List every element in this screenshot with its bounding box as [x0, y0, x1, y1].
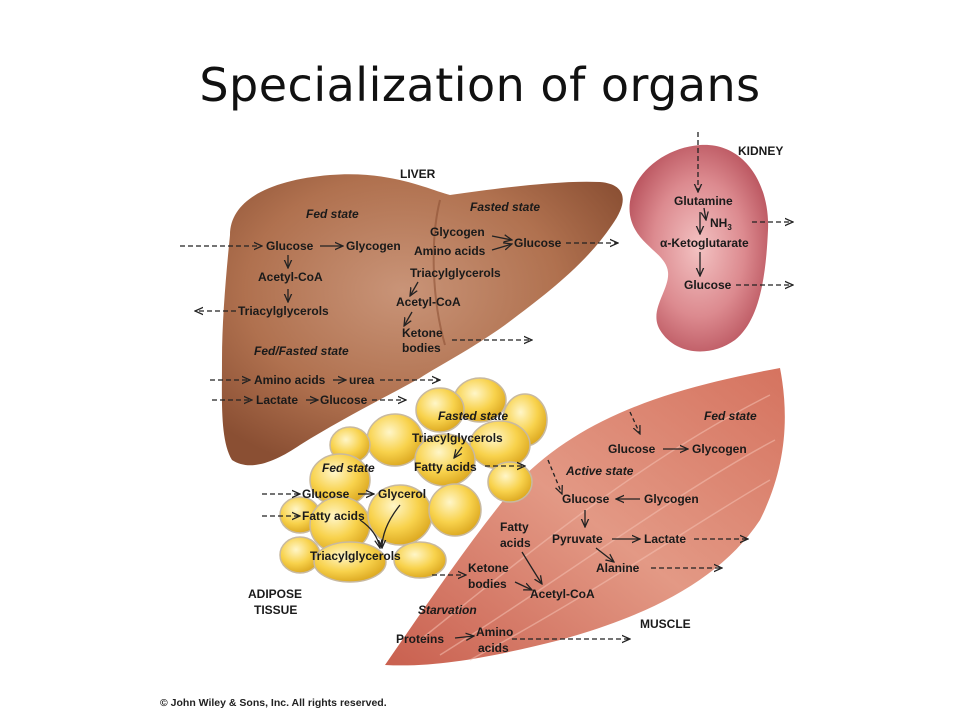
metabolite-label: Lactate	[256, 393, 298, 407]
metabolite-label: Triacylglycerols	[412, 431, 503, 445]
metabolite-label: α-Ketoglutarate	[660, 236, 749, 250]
metabolite-label: Glucose	[320, 393, 368, 407]
liver-lobe-line	[432, 199, 446, 346]
metabolite-label: Ketone	[468, 561, 509, 575]
metabolite-label: Acetyl-CoA	[530, 587, 595, 601]
metabolite-label: Glucose	[562, 492, 610, 506]
metabolite-label: Glucose	[514, 236, 562, 250]
state-label: Starvation	[418, 603, 477, 617]
metabolite-label: Fatty acids	[414, 460, 477, 474]
metabolite-label: Glycogen	[346, 239, 401, 253]
copyright-notice: © John Wiley & Sons, Inc. All rights res…	[160, 697, 387, 709]
organ-label-tissue: TISSUE	[254, 603, 297, 617]
metabolite-label: acids	[500, 536, 531, 550]
metabolite-label: Acetyl-CoA	[396, 295, 461, 309]
muscle-striations	[419, 394, 776, 661]
metabolite-label: Ketone	[402, 326, 443, 340]
state-label: Fasted state	[470, 200, 540, 214]
adipose-cells	[279, 377, 548, 583]
metabolite-label: NH3	[710, 216, 732, 232]
page-title: Specialization of organs	[199, 58, 761, 112]
metabolite-label: Glycogen	[430, 225, 485, 239]
state-label: Fed/Fasted state	[254, 344, 349, 358]
kidney-shape	[629, 144, 769, 352]
metabolite-label: acids	[478, 641, 509, 655]
organ-label-kidney: KIDNEY	[738, 144, 783, 158]
metabolite-label: bodies	[402, 341, 441, 355]
state-label: Active state	[565, 464, 634, 478]
metabolite-label: Lactate	[644, 532, 686, 546]
metabolite-label: Triacylglycerols	[310, 549, 401, 563]
metabolite-label: Glutamine	[674, 194, 733, 208]
metabolite-label: Acetyl-CoA	[258, 270, 323, 284]
metabolite-label: Fatty acids	[302, 509, 365, 523]
metabolite-label: Proteins	[396, 632, 444, 646]
metabolite-label: Glycogen	[692, 442, 747, 456]
metabolite-label: Glucose	[684, 278, 732, 292]
pathway-arrows	[180, 132, 793, 639]
state-label: Fed state	[322, 461, 375, 475]
metabolite-label: Amino acids	[254, 373, 326, 387]
metabolite-label: bodies	[468, 577, 507, 591]
metabolite-label: Glycerol	[378, 487, 426, 501]
metabolite-label: Glucose	[266, 239, 314, 253]
state-label: Fasted state	[438, 409, 508, 423]
metabolite-label: Triacylglycerols	[238, 304, 329, 318]
metabolite-label: urea	[349, 373, 375, 387]
metabolite-label: Amino acids	[414, 244, 486, 258]
metabolite-label: Glycogen	[644, 492, 699, 506]
metabolite-label: Glucose	[302, 487, 350, 501]
metabolite-label: Glucose	[608, 442, 656, 456]
organ-label-adipose: ADIPOSE	[248, 587, 302, 601]
metabolite-label: Pyruvate	[552, 532, 603, 546]
liver-shape	[221, 174, 623, 466]
organ-label-liver: LIVER	[400, 167, 436, 181]
metabolite-label: Amino	[476, 625, 513, 639]
organ-label-muscle: MUSCLE	[640, 617, 691, 631]
metabolite-label: Fatty	[500, 520, 529, 534]
metabolite-label: Alanine	[596, 561, 640, 575]
state-label: Fed state	[306, 207, 359, 221]
state-label: Fed state	[704, 409, 757, 423]
metabolite-label: Triacylglycerols	[410, 266, 501, 280]
